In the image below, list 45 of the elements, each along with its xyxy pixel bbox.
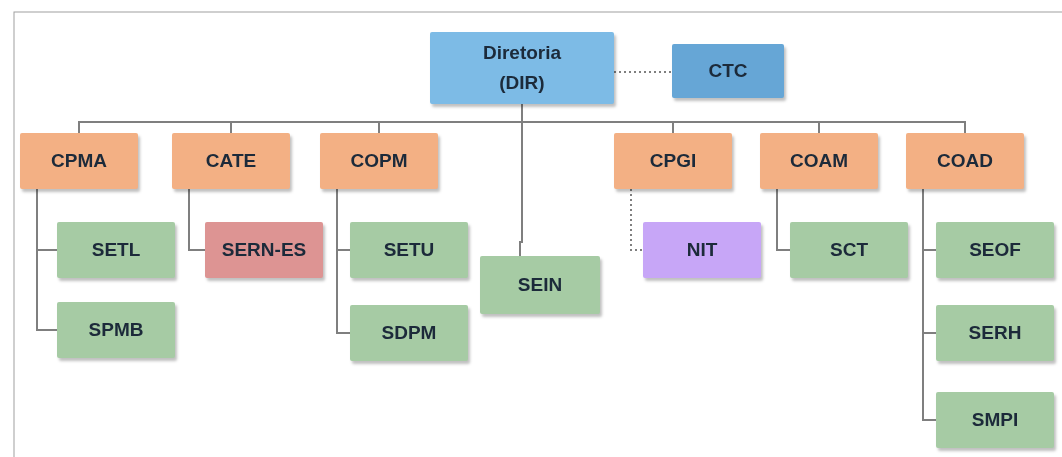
dotted-connector: [630, 188, 644, 251]
unit-label: CPMA: [51, 148, 107, 173]
org-unit-box: [205, 222, 323, 278]
org-unit-box: [57, 302, 175, 358]
unit-label: SPMB: [88, 317, 144, 342]
org-unit-box: [320, 133, 438, 189]
connector-line: [922, 188, 937, 421]
org-unit-box: [57, 222, 175, 278]
unit-label: SCT: [830, 237, 868, 262]
unit-label: SEIN: [517, 272, 563, 297]
connector-line: [36, 188, 58, 331]
unit-label: CATE: [205, 148, 257, 173]
unit-label: SMPI: [971, 407, 1019, 432]
unit-label: CTC: [708, 58, 748, 83]
org-unit-box: [430, 32, 614, 104]
org-unit-box: [172, 133, 290, 189]
org-unit-box: [906, 133, 1024, 189]
org-unit-box: [350, 222, 468, 278]
unit-label: COAD: [937, 148, 993, 173]
unit-label: COAM: [789, 148, 849, 173]
unit-label: SERN-ES: [221, 237, 307, 262]
unit-label: SEOF: [969, 237, 1021, 262]
org-unit-box: [643, 222, 761, 278]
org-unit-box: [790, 222, 908, 278]
unit-label: CPGI: [649, 148, 697, 173]
org-unit-box: [350, 305, 468, 361]
org-unit-box: [672, 44, 784, 98]
org-unit-box: [936, 305, 1054, 361]
unit-label: NIT: [686, 237, 718, 262]
org-unit-box: [936, 392, 1054, 448]
org-unit-box: [760, 133, 878, 189]
org-unit-box: [20, 133, 138, 189]
unit-label: SERH: [968, 320, 1022, 345]
unit-label: SETU: [383, 237, 435, 262]
unit-label: SDPM: [381, 320, 437, 345]
connector-line: [336, 188, 351, 334]
dotted-connector: [613, 71, 673, 73]
org-unit-box: [936, 222, 1054, 278]
unit-label: SETL: [91, 237, 141, 262]
unit-label: Diretoria (DIR): [481, 40, 563, 95]
org-unit-box: [614, 133, 732, 189]
org-unit-box: [480, 256, 600, 314]
connector-line: [776, 188, 791, 251]
connector-line: [188, 188, 206, 251]
unit-label: COPM: [350, 148, 408, 173]
